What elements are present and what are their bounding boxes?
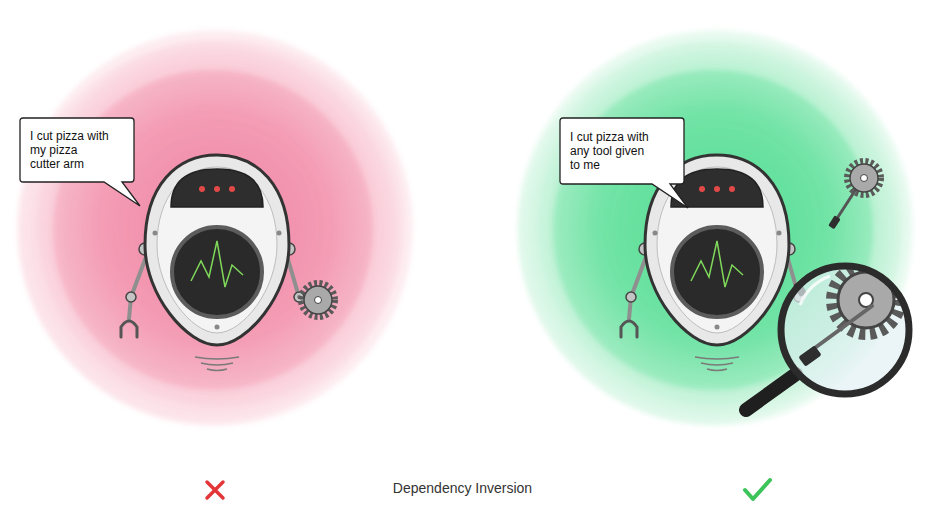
speech-bubble: I cut pizza with any tool given to me bbox=[560, 118, 684, 184]
blob-layer bbox=[37, 39, 405, 407]
magnifying-glass bbox=[746, 266, 909, 410]
bubble-content: I cut pizza with any tool given to me bbox=[560, 118, 684, 184]
magnified-shaft bbox=[812, 306, 872, 350]
magnifier-rim bbox=[781, 266, 909, 394]
bubble-content: I cut pizza with my pizza cutter arm bbox=[20, 118, 134, 182]
magnified-gear bbox=[832, 266, 900, 334]
magnifier-lens bbox=[781, 266, 909, 394]
speech-bubble: I cut pizza with my pizza cutter arm bbox=[20, 118, 134, 182]
pizza-cutter bbox=[301, 283, 335, 317]
pink-blob bbox=[17, 30, 413, 426]
blob-layer bbox=[17, 30, 413, 426]
wrong-mark bbox=[207, 482, 223, 498]
green-blob bbox=[517, 30, 913, 426]
pizza-cutter bbox=[847, 161, 881, 195]
robot-figure bbox=[121, 155, 304, 371]
tool-handle bbox=[828, 215, 840, 229]
speech-text: I cut pizza with my pizza cutter arm bbox=[30, 129, 110, 171]
robot-figure bbox=[621, 155, 804, 371]
lens-glint bbox=[800, 276, 830, 305]
blob-layer bbox=[553, 70, 873, 390]
diagram-caption: Dependency Inversion bbox=[0, 480, 925, 496]
magnifier-handle bbox=[746, 374, 796, 410]
bubble-shape bbox=[20, 118, 140, 206]
bubble-shape bbox=[560, 118, 688, 208]
magnified-handle bbox=[798, 345, 821, 366]
blob-layer bbox=[517, 30, 913, 426]
cross-stroke bbox=[207, 482, 223, 498]
cross-stroke bbox=[207, 482, 223, 498]
speech-text: I cut pizza with any tool given to me bbox=[570, 130, 650, 172]
right-mark bbox=[745, 480, 770, 499]
